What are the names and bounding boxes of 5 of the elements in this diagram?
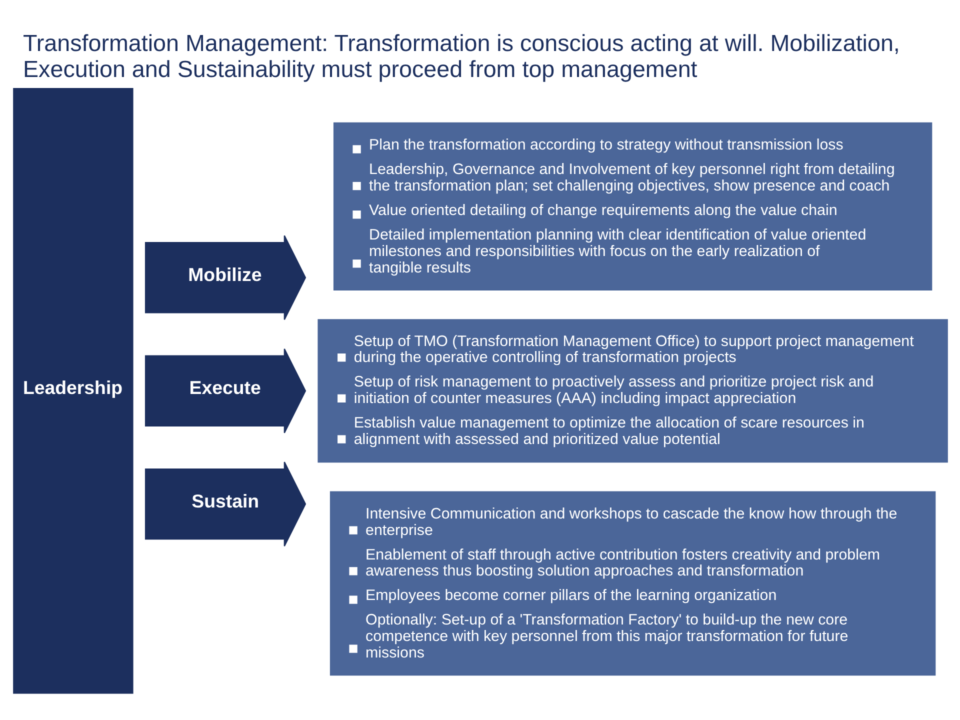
node-box: Plan the transformation according to strategy without transmission loss Leadership, Governance and Involvement of key personnel right from detailing the transformation plan; set challenging objectives, show presence and coach Value oriented detailing of change requirements along the value chain Detailed implementation planning with clear identification of value oriented milestones and responsibilities with focus on the early realization of tangible results: [332, 122, 932, 290]
node-box: Intensive Communication and workshops to cascade the know how through the enterprise Enablement of staff through active contribution fosters creativity and problem awareness thus boosting solution approaches and transformation Employees become corner pillars of the learning organization Optionally: Set-up of a 'Transformation Factory' to build-up the new core competence with key personnel from this major transformation for future missions: [329, 490, 936, 676]
diagram-title: Transformation Management: Transformation is conscious acting at will. Mobilization, Execution and Sustainability must proceed from top management: [22, 30, 900, 82]
node-box: Leadership: [12, 87, 133, 694]
node-box: Setup of TMO (Transformation Management Office) to support project management during the operative controlling of transformation projects Setup of risk management to proactively assess and prioritize project risk and initiation of counter measures (AAA) including impact appreciation Establish value management to optimize the allocation of scare resources in alignment with assessed and prioritized value potential: [317, 318, 948, 462]
